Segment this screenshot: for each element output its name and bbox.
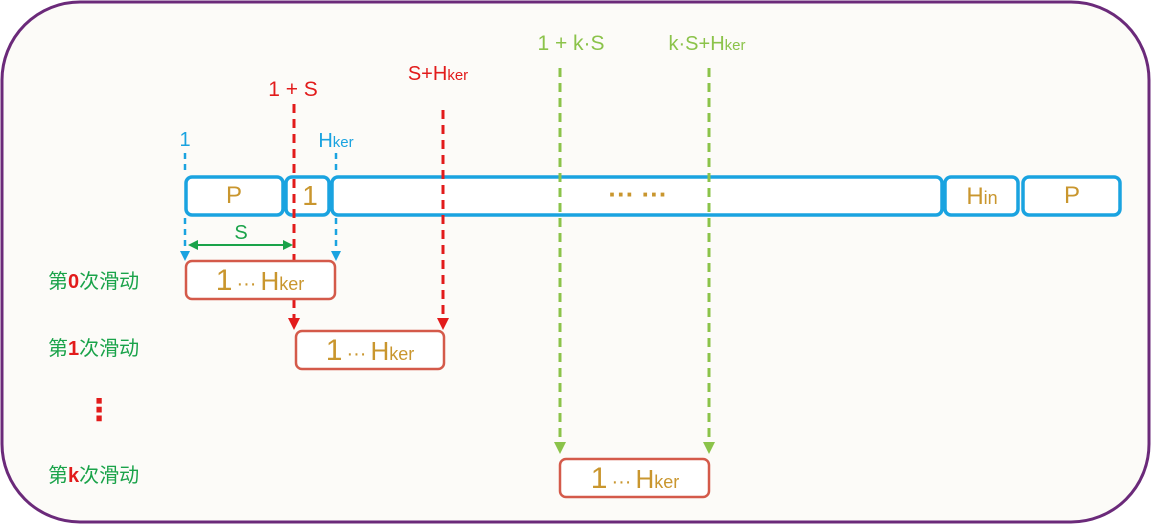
vertical-ellipsis: ⋮ [84, 394, 114, 427]
kernel-window-k-start: 1 [591, 462, 608, 495]
row-label-k: 第k次滑动 [48, 464, 139, 487]
input-cell-middle [330, 175, 944, 217]
marker-ks-plus-hker-sub: ker [725, 37, 746, 54]
row-label-0-prefix: 第 [48, 270, 68, 293]
marker-ks-plus-hker-base: k·S+H [669, 33, 725, 55]
row-label-1: 第1次滑动 [48, 337, 139, 360]
kernel-window-0-dots: ··· [236, 273, 256, 295]
input-cell-pad-left [184, 175, 285, 217]
kernel-window-k-end: H [635, 464, 654, 494]
row-label-k-suffix: 次滑动 [79, 464, 139, 487]
input-cell-pad-left-text: P [226, 182, 242, 209]
kernel-window-1-box [294, 329, 446, 371]
row-label-1-index: 1 [68, 338, 79, 360]
row-label-0: 第0次滑动 [48, 270, 139, 293]
input-cell-pad-right-text: P [1064, 182, 1080, 209]
marker-h-ker: Hker [318, 130, 353, 152]
input-cell-h-in-text: Hin [966, 183, 997, 210]
kernel-window-k-dots: ··· [611, 471, 631, 493]
input-cell-first [284, 175, 331, 217]
marker-ks-plus-hker: k·S+Hker [669, 33, 746, 55]
marker-s-plus-hker-base: S+H [408, 63, 447, 85]
kernel-window-0-start: 1 [216, 264, 233, 297]
kernel-window-0: 1···Hker [184, 259, 337, 301]
marker-s-plus-hker-sub: ker [447, 67, 468, 84]
row-label-1-suffix: 次滑动 [79, 337, 139, 360]
row-label-0-index: 0 [68, 271, 79, 293]
kernel-window-0-sub: ker [279, 274, 304, 294]
kernel-window-k-sub: ker [654, 472, 679, 492]
kernel-window-0-box [184, 259, 337, 301]
marker-h-ker-base: H [318, 130, 332, 152]
input-cell-middle-text: ··· ··· [608, 179, 667, 209]
input-cell-h-in [943, 175, 1020, 217]
kernel-window-k-box [558, 457, 711, 499]
kernel-window-0-text: 1···Hker [216, 264, 304, 297]
row-label-k-index: k [68, 465, 80, 487]
kernel-window-1-text: 1···Hker [326, 334, 414, 367]
kernel-window-1-dots: ··· [346, 343, 366, 365]
kernel-window-1-sub: ker [389, 344, 414, 364]
marker-one: 1 [179, 129, 190, 151]
marker-one-plus-s: 1 + S [268, 78, 318, 101]
row-label-1-prefix: 第 [48, 337, 68, 360]
kernel-window-k-text: 1···Hker [591, 462, 679, 495]
kernel-window-1: 1···Hker [294, 329, 446, 371]
input-cell-h-in-sub: in [984, 188, 998, 208]
input-cell-h-in-base: H [966, 183, 983, 210]
marker-one-plus-ks: 1 + k·S [537, 32, 604, 55]
row-label-0-suffix: 次滑动 [79, 270, 139, 293]
input-cell-first-text: 1 [302, 180, 318, 211]
input-cell-pad-right [1021, 175, 1122, 217]
kernel-window-0-end: H [260, 266, 279, 296]
kernel-window-1-start: 1 [326, 334, 343, 367]
kernel-window-1-end: H [370, 336, 389, 366]
marker-s-plus-hker: S+Hker [408, 63, 468, 85]
stride-label: S [234, 222, 247, 244]
input-row: P 1 ··· ··· Hin P [184, 175, 1122, 217]
kernel-window-k: 1···Hker [558, 457, 711, 499]
marker-h-ker-sub: ker [333, 134, 354, 151]
row-label-k-prefix: 第 [48, 464, 68, 487]
